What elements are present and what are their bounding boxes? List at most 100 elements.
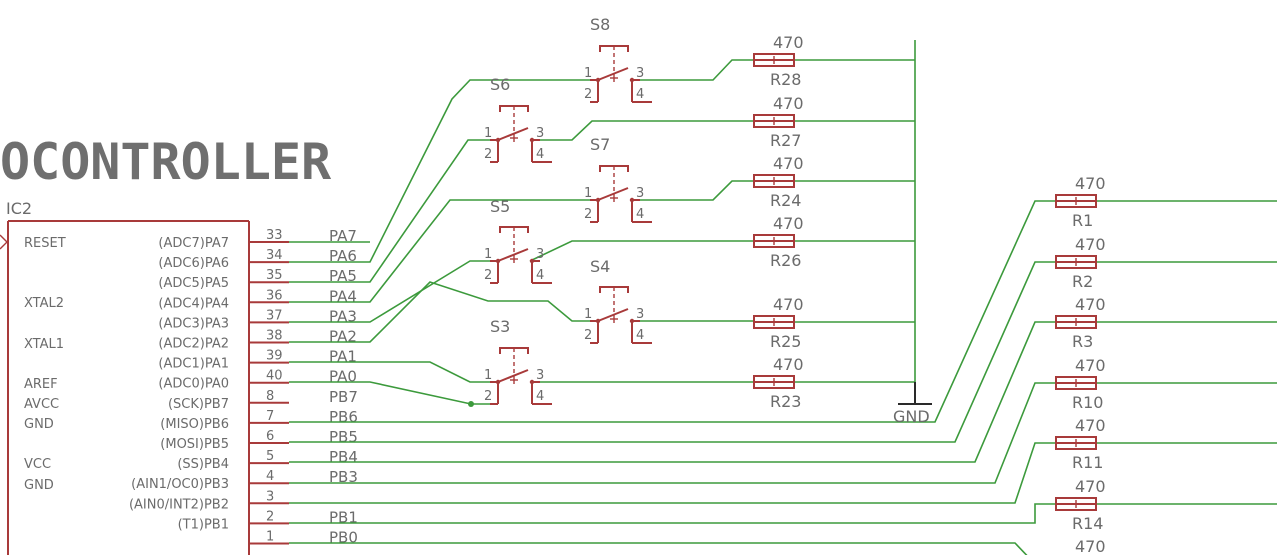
resistor-reference: R24 [770,191,801,210]
resistor-reference: R14 [1072,514,1103,533]
ic-pin-function: (ADC5)PA5 [158,276,229,291]
resistor-value: 470 [773,214,804,233]
net-label: PA6 [329,247,357,265]
resistor-reference: R3 [1072,332,1093,351]
switch-pin-number: 1 [584,307,592,322]
switch-pin-number: 4 [636,328,644,343]
net-label: PB4 [329,448,358,466]
ic-pin-number: 35 [266,268,283,283]
resistor-value: 470 [773,295,804,314]
ic-reference: IC2 [6,199,32,218]
ic-pin-number: 2 [266,509,274,524]
ic-left-pin-label: RESET [24,236,66,251]
ic-pin-number: 6 [266,429,274,444]
net-label: PA3 [329,307,357,325]
switch-pin-number: 4 [636,87,644,102]
ic-pin-number: 37 [266,308,283,323]
resistor: 470 [1075,537,1106,555]
resistor-value: 470 [773,94,804,113]
net-label: PA5 [329,267,357,285]
net-label: PA2 [329,328,357,346]
resistor-reference: R10 [1072,393,1103,412]
switch-s6: S6 1 2 3 4 [484,75,552,163]
switch-pin-number: 1 [584,186,592,201]
net-label: PA7 [329,227,357,245]
resistors: 470R28470R27470R24470R26470R25470R23470R… [753,33,1106,555]
switch-pin-number: 1 [484,126,492,141]
ic-pin-number: 33 [266,228,283,243]
switch-pin-number: 3 [536,247,544,262]
ic-pin-function: (SCK)PB7 [168,397,229,412]
net-label: PA1 [329,348,357,366]
ic-pin-number: 39 [266,349,283,364]
ic-pin-number: 40 [266,369,283,384]
ic-pin-number: 34 [266,248,283,263]
net-label: PB5 [329,428,358,446]
resistor-reference: R23 [770,392,801,411]
switch-label: S5 [490,197,510,216]
net-label: PB0 [329,529,358,547]
switch-pin-number: 2 [484,268,492,283]
net-label: PB1 [329,508,358,526]
ic-pin-function: (ADC6)PA6 [158,256,229,271]
switch-label: S6 [490,75,510,94]
switch-label: S8 [590,15,610,34]
switch-pin-number: 2 [584,328,592,343]
resistor-value: 470 [1075,235,1106,254]
switch-label: S3 [490,317,510,336]
ic-left-pin-label: XTAL2 [24,296,64,311]
switch-pin-number: 1 [484,247,492,262]
switch-pin-number: 3 [536,126,544,141]
resistor-reference: R25 [770,332,801,351]
ic-left-pin-label: GND [24,478,54,493]
resistor-value: 470 [1075,295,1106,314]
ic-pin-function: (ADC7)PA7 [158,236,229,251]
resistor-value: 470 [773,355,804,374]
net-label: PA0 [329,368,357,386]
ic-pin-number: 3 [266,489,274,504]
ic-pin-function: (MOSI)PB5 [160,437,229,452]
wires [289,40,1277,555]
ic-pin-function: (ADC4)PA4 [158,296,229,311]
ic-pin-function: (AIN0/INT2)PB2 [129,497,229,512]
net-label: PB7 [329,388,358,406]
ic-pin-function: (ADC2)PA2 [158,337,229,352]
switch-pin-number: 2 [584,87,592,102]
switch-pin-number: 2 [584,207,592,222]
ic-pin-function: (T1)PB1 [178,517,229,532]
resistor-value: 470 [1075,356,1106,375]
resistor-value: 470 [1075,477,1106,496]
ic-pin-number: 36 [266,288,283,303]
resistor-reference: R27 [770,131,801,150]
ic-pin-number: 8 [266,389,274,404]
switch-pin-number: 4 [536,147,544,162]
net-label: PB3 [329,468,358,486]
switch-pin-number: 1 [484,368,492,383]
switch-pin-number: 2 [484,147,492,162]
resistor-reference: R2 [1072,272,1093,291]
resistor-reference: R1 [1072,211,1093,230]
ic-left-pin-label: VCC [24,457,51,472]
ic-pin-function: (MISO)PB6 [160,417,229,432]
ic-pin-function: (ADC0)PA0 [158,377,229,392]
switch-pin-number: 4 [536,268,544,283]
ic-pin-function: (ADC1)PA1 [158,357,229,372]
schematic-title: OCONTROLLER [0,133,332,191]
ground-symbol: GND [893,382,932,426]
resistor-value: 470 [1075,537,1106,555]
